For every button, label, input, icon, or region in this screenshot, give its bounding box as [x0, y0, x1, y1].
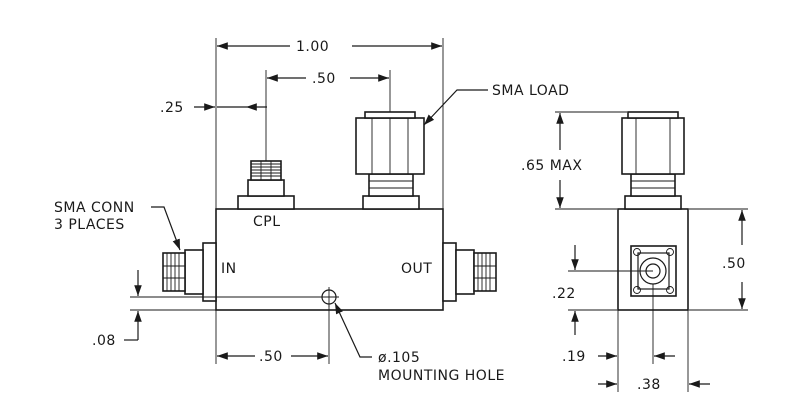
mounting-hole-label: MOUNTING HOLE — [378, 368, 505, 384]
hole-position-dimension: .50 — [215, 305, 330, 365]
in-connector — [162, 242, 217, 302]
side-load-connector — [621, 111, 685, 210]
body-height-value: .50 — [722, 256, 746, 272]
side-view: .65 MAX .50 .22 .19 — [521, 111, 748, 393]
max-height-value: .65 MAX — [521, 158, 582, 174]
overall-width-dimension: 1.00 — [215, 38, 444, 209]
sma-load-callout: SMA LOAD — [423, 83, 569, 126]
cpl-offset-value: .25 — [160, 100, 184, 116]
cpl-offset-dimension: .25 — [160, 100, 267, 116]
cpl-connector — [237, 160, 295, 210]
hole-height-value: .08 — [92, 333, 116, 349]
conn-left-dimension: .19 — [562, 284, 675, 365]
load-offset-dimension: .50 — [265, 70, 391, 161]
hole-height-dimension: .08 — [92, 270, 320, 349]
front-view: CPL IN OUT 1.00 .50 .25 — [54, 38, 569, 384]
conn-height-value: .22 — [552, 286, 576, 302]
in-label: IN — [221, 261, 237, 277]
mounting-hole-callout: ø.105 MOUNTING HOLE — [334, 302, 505, 384]
mounting-hole-symbol — [319, 287, 339, 307]
sma-conn-label-line1: SMA CONN — [54, 200, 135, 216]
hole-diameter-label: ø.105 — [378, 350, 420, 366]
sma-conn-callout: SMA CONN 3 PLACES — [54, 200, 181, 251]
load-offset-value: .50 — [312, 71, 336, 87]
overall-width-value: 1.00 — [296, 39, 329, 55]
hole-position-value: .50 — [259, 349, 283, 365]
max-height-dimension: .65 MAX — [521, 111, 627, 210]
conn-left-value: .19 — [562, 349, 586, 365]
out-connector — [442, 242, 497, 302]
side-width-dimension: .38 — [598, 310, 710, 393]
sma-load-connector — [355, 111, 425, 210]
sma-conn-label-line2: 3 PLACES — [54, 217, 125, 233]
sma-load-label: SMA LOAD — [492, 83, 569, 99]
conn-height-dimension: .22 — [552, 245, 653, 335]
coupler-body — [215, 208, 444, 311]
side-width-value: .38 — [637, 377, 661, 393]
cpl-label: CPL — [253, 214, 281, 230]
out-label: OUT — [401, 261, 432, 277]
body-height-dimension: .50 — [689, 208, 748, 311]
